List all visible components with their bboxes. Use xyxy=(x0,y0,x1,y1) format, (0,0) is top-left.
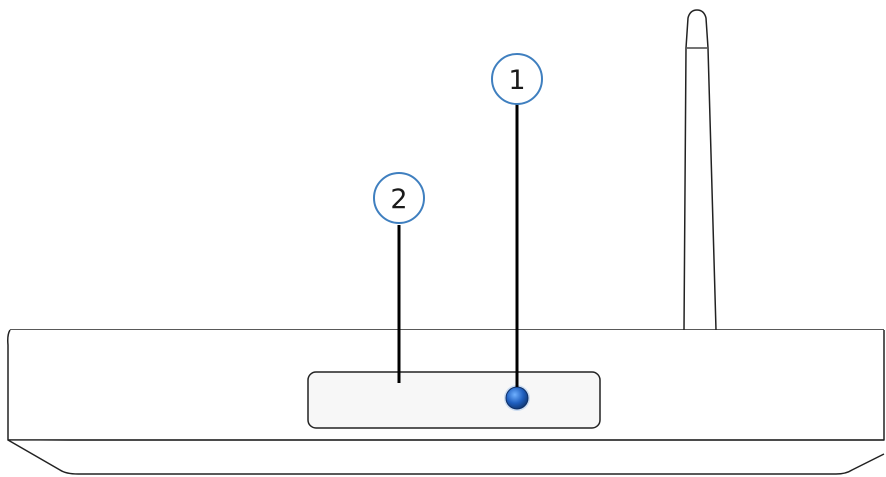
callout-2-label: 2 xyxy=(390,184,407,215)
callout-1: 1 xyxy=(491,53,543,105)
callout-2-ring xyxy=(373,172,425,224)
antenna xyxy=(683,9,717,331)
callout-1-ring xyxy=(491,53,543,105)
callout-2: 2 xyxy=(373,172,425,224)
front-panel xyxy=(307,371,601,429)
status-led xyxy=(504,385,530,411)
callout-1-label: 1 xyxy=(508,65,525,96)
